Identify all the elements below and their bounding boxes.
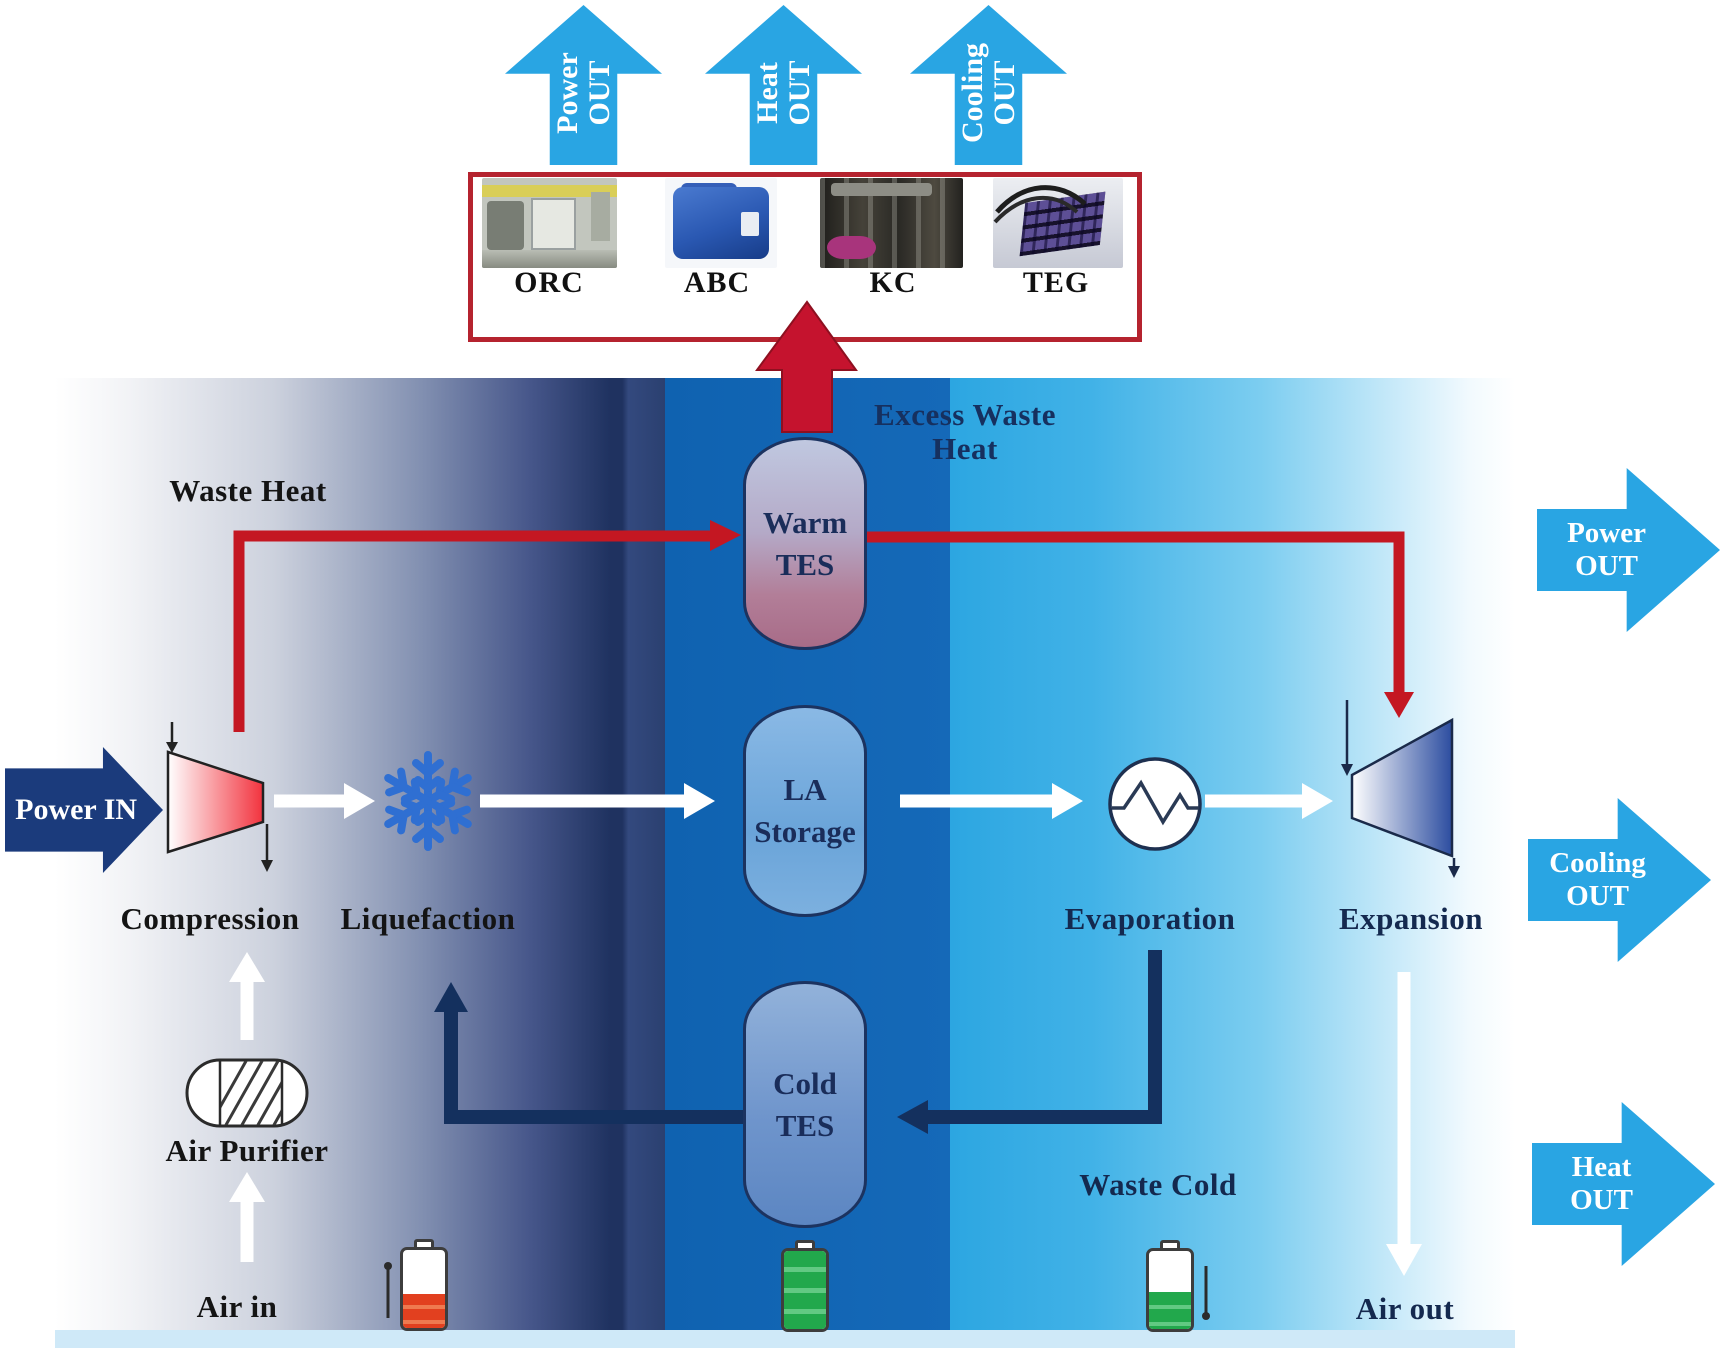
evaporation-label: Evaporation: [1064, 901, 1236, 936]
battery-storage-level: [784, 1251, 826, 1329]
expansion-label: Expansion: [1338, 901, 1484, 936]
teg-label: TEG: [1022, 266, 1090, 299]
battery-discharge-level: [1149, 1291, 1191, 1329]
teg-photo: [993, 178, 1123, 268]
orc-photo-detail: [591, 192, 611, 241]
warm-tes-tank: Warm TES: [743, 437, 867, 650]
cold-tes-label: TES: [775, 1107, 835, 1143]
air-out-label: Air out: [1355, 1291, 1455, 1326]
teg-wire: [995, 185, 1087, 214]
excess-waste-heat-label: Excess Waste Heat: [874, 397, 1056, 467]
bottom-strip: [55, 1330, 1515, 1348]
cold-tes-tank: Cold TES: [743, 981, 867, 1228]
la-storage-tank: LA Storage: [743, 705, 867, 917]
liquefaction-label: Liquefaction: [340, 901, 516, 936]
warm-tes-label: TES: [775, 546, 835, 582]
battery-storage-icon: [781, 1248, 829, 1332]
orc-photo-detail: [487, 201, 524, 250]
kc-label: KC: [869, 266, 917, 299]
cold-tes-label: Cold: [773, 1065, 837, 1101]
air-in-label: Air in: [196, 1289, 278, 1324]
teg-wire: [993, 195, 1079, 224]
abc-label: ABC: [683, 266, 751, 299]
orc-photo-detail: [482, 185, 617, 197]
warm-tes-label: Warm: [762, 504, 848, 540]
kc-photo-detail: [831, 183, 932, 196]
abc-photo-detail: [741, 212, 760, 236]
orc-photo-detail: [482, 250, 617, 268]
battery-charging-icon: [400, 1247, 448, 1331]
abc-photo: [665, 178, 777, 268]
waste-cold-label: Waste Cold: [1079, 1167, 1237, 1202]
orc-label: ORC: [514, 266, 584, 299]
kc-photo-detail: [827, 235, 876, 259]
air-purifier-label: Air Purifier: [165, 1133, 329, 1168]
compression-label: Compression: [120, 901, 300, 936]
waste-heat-label: Waste Heat: [169, 473, 327, 508]
battery-charging-level: [403, 1293, 445, 1328]
la-storage-label: LA: [783, 772, 827, 808]
orc-photo: [482, 178, 617, 268]
power-in-label: Power IN: [15, 793, 138, 826]
kc-photo: [820, 178, 963, 268]
charge-section-background: [55, 378, 665, 1330]
orc-photo-detail: [530, 197, 577, 250]
battery-discharge-icon: [1146, 1248, 1194, 1332]
la-storage-label: Storage: [754, 814, 856, 849]
